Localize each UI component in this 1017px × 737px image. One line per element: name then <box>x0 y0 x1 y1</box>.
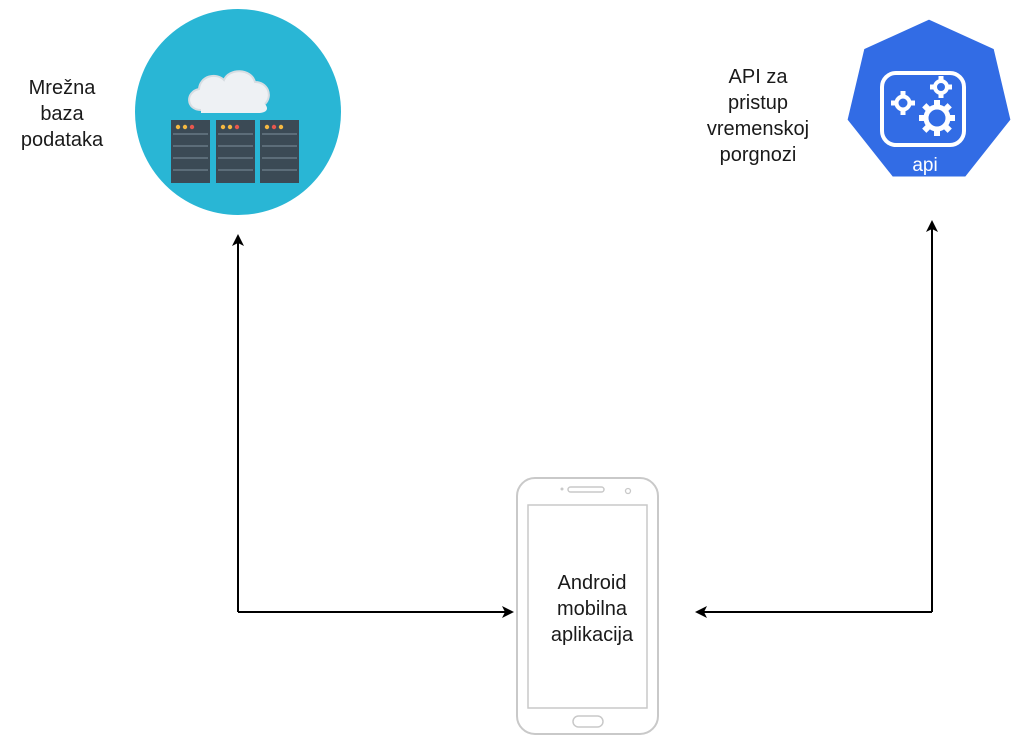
api-label-line: porgnozi <box>719 144 797 166</box>
phone-label-line: aplikacija <box>550 624 634 646</box>
api-label-line: pristup <box>727 92 789 114</box>
phone-label-line: Android <box>557 572 627 594</box>
api-node: api <box>844 16 1014 180</box>
database-label-line: podataka <box>20 129 104 151</box>
database-label: Mrežna baza podataka <box>0 75 124 153</box>
phone-label-line: mobilna <box>556 598 628 620</box>
api-heptagon <box>844 16 1014 180</box>
server-rack-icon <box>171 120 299 183</box>
cloud-icon <box>188 70 270 113</box>
connection-phone-api <box>695 220 938 618</box>
database-label-line: baza <box>40 103 84 125</box>
database-label-line: Mrežna <box>28 77 96 99</box>
api-label: API za pristup vremenskoj porgnozi <box>672 64 844 168</box>
api-label-line: API za <box>728 66 788 88</box>
database-node <box>135 9 341 215</box>
gears-icon <box>880 71 966 147</box>
connection-phone-database <box>232 234 514 618</box>
api-label-line: vremenskoj <box>706 118 810 140</box>
smartphone-icon <box>516 477 659 735</box>
phone-label: Android mobilna aplikacija <box>522 570 662 648</box>
api-icon-text: api <box>912 155 937 176</box>
